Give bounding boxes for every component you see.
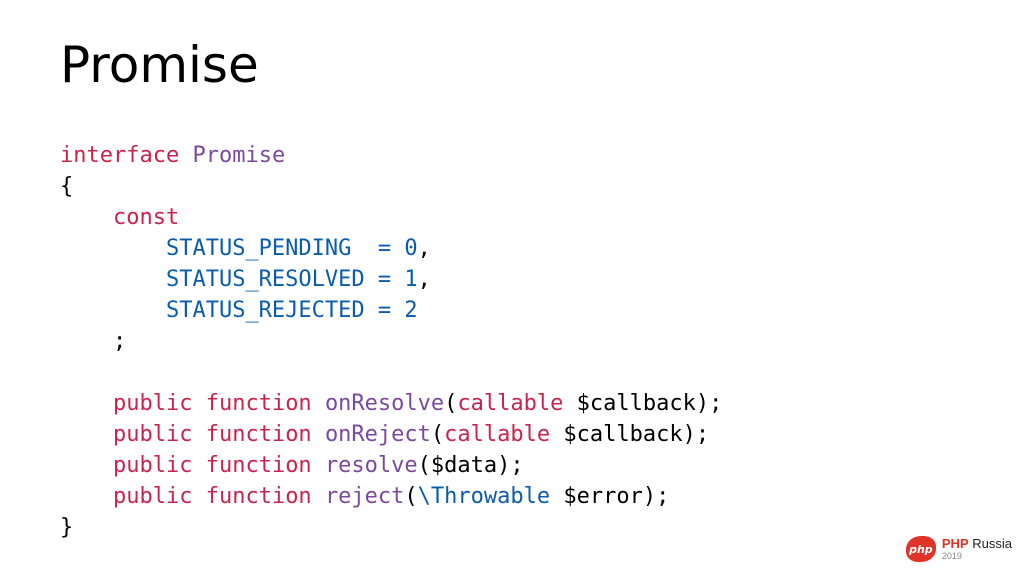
code-token: 2 — [404, 298, 418, 323]
code-token: reject — [324, 484, 405, 509]
code-token: public — [112, 422, 193, 447]
code-token: = — [364, 267, 405, 292]
code-token — [60, 484, 113, 509]
code-token: ( — [404, 484, 418, 509]
code-token — [60, 298, 166, 323]
code-token: { — [60, 174, 74, 199]
code-token: \Throwable — [417, 484, 551, 509]
code-token — [192, 391, 205, 416]
code-token: interface — [60, 143, 180, 168]
code-token — [312, 422, 325, 447]
code-token: = — [364, 298, 405, 323]
code-line: STATUS_RESOLVED = 1, — [60, 264, 722, 295]
logo-year: 2019 — [941, 551, 962, 561]
code-token — [312, 391, 325, 416]
code-token: function — [205, 484, 312, 509]
code-token: STATUS_RESOLVED — [165, 267, 365, 292]
code-token — [60, 236, 166, 261]
code-token: $callback); — [550, 422, 710, 447]
code-line: public function reject(\Throwable $error… — [60, 481, 722, 512]
code-line: STATUS_REJECTED = 2 — [60, 295, 722, 326]
code-token: Promise — [192, 143, 286, 168]
code-token: function — [205, 453, 312, 478]
code-line: interface Promise — [60, 140, 722, 171]
code-token: callable — [444, 422, 551, 447]
code-token — [60, 267, 166, 292]
code-line: const — [60, 202, 722, 233]
code-token: public — [112, 453, 193, 478]
code-line: ​ — [60, 357, 722, 388]
code-token: onReject — [324, 422, 431, 447]
code-token — [192, 484, 205, 509]
code-token: 0 — [404, 236, 418, 261]
code-token: ( — [430, 422, 445, 447]
code-line: STATUS_PENDING = 0, — [60, 233, 722, 264]
php-logo-icon: php — [905, 536, 936, 562]
code-token: public — [112, 484, 193, 509]
code-token — [60, 391, 113, 416]
code-token: $callback); — [563, 391, 723, 416]
code-token: ($data); — [417, 453, 524, 478]
code-token: callable — [457, 391, 564, 416]
code-token: onResolve — [324, 391, 445, 416]
code-token — [60, 453, 113, 478]
code-token: , — [417, 267, 431, 292]
code-token: function — [205, 391, 312, 416]
code-token — [60, 205, 113, 230]
code-token: 1 — [404, 267, 418, 292]
code-token — [179, 143, 192, 168]
code-token: ; — [60, 329, 127, 354]
logo-name: PHP Russia — [942, 537, 1012, 550]
logo-php: PHP — [941, 536, 969, 551]
logo-russia: Russia — [972, 536, 1012, 551]
code-token: function — [205, 422, 312, 447]
code-token: public — [112, 391, 193, 416]
logo-text: PHP Russia 2019 — [942, 537, 1012, 561]
code-token: $error); — [550, 484, 670, 509]
code-token: , — [417, 236, 431, 261]
code-token — [192, 453, 205, 478]
code-line: } — [60, 512, 722, 543]
code-token — [312, 484, 325, 509]
code-token: = — [351, 236, 405, 261]
code-token: ( — [444, 391, 458, 416]
slide-title: Promise — [60, 36, 259, 94]
code-token: resolve — [324, 453, 418, 478]
code-line: public function onResolve(callable $call… — [60, 388, 722, 419]
code-token — [192, 422, 205, 447]
code-token: const — [112, 205, 180, 230]
php-russia-logo: php PHP Russia 2019 — [905, 536, 1012, 562]
code-line: public function resolve($data); — [60, 450, 722, 481]
code-token: } — [60, 515, 74, 540]
code-token: STATUS_PENDING — [165, 236, 352, 261]
code-token: STATUS_REJECTED — [165, 298, 365, 323]
code-token — [60, 422, 113, 447]
code-line: ; — [60, 326, 722, 357]
code-line: { — [60, 171, 722, 202]
code-token — [312, 453, 325, 478]
code-block: interface Promise { const STATUS_PENDING … — [60, 140, 722, 543]
code-line: public function onReject(callable $callb… — [60, 419, 722, 450]
